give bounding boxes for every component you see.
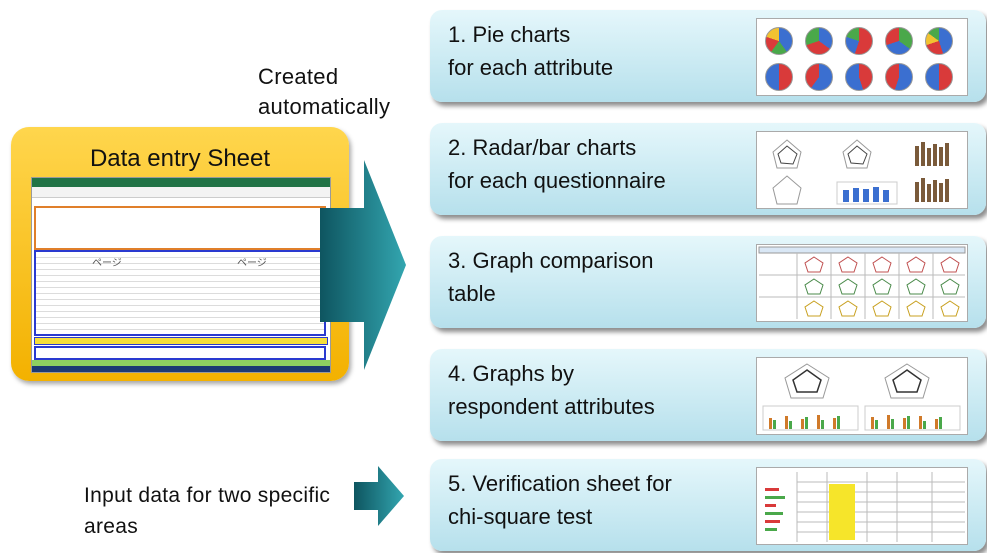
output-card-label: 2. Radar/bar charts for each questionnai… (448, 135, 666, 193)
pie-chart-thumb (765, 63, 793, 91)
summary-area (34, 346, 326, 360)
created-automatically-label: Created automatically (258, 64, 391, 119)
output-card-label: 1. Pie charts for each attribute (448, 22, 614, 80)
output-card-label: 4. Graphs by respondent attributes (448, 361, 655, 419)
pie-chart-thumb (805, 27, 833, 55)
data-entry-sheet: Data entry Sheet ページ ページ (11, 127, 349, 381)
page-label-right: ページ (237, 258, 267, 269)
data-entry-sheet-title: Data entry Sheet (89, 145, 271, 172)
pie-chart-thumb (845, 27, 873, 55)
data-input-area (34, 250, 326, 336)
attribute-graphs-thumbnail (756, 357, 968, 435)
pie-chart-thumb (885, 63, 913, 91)
pie-chart-thumb (765, 27, 793, 55)
page-label-left: ページ (92, 258, 122, 269)
radar-bar-thumb-graphic (772, 139, 949, 205)
big-arrow-icon (320, 160, 406, 370)
pie-chart-thumb (925, 27, 953, 55)
header-input-area (34, 206, 326, 250)
output-card-graph-comparison: 3. Graph comparison table (430, 236, 986, 328)
pie-chart-thumb (805, 63, 833, 91)
verification-sheet-graphic (765, 472, 965, 542)
verification-sheet-thumbnail (756, 467, 968, 545)
taskbar (32, 366, 330, 372)
input-data-note: Input data for two specific areas (84, 484, 331, 538)
pie-charts-thumbnail (756, 18, 968, 96)
output-card-radar-bar-charts: 2. Radar/bar charts for each questionnai… (430, 123, 986, 215)
small-arrow-icon (354, 466, 404, 526)
pie-chart-thumb (885, 27, 913, 55)
output-card-pie-charts: 1. Pie charts for each attribute (430, 10, 986, 102)
attribute-graphs-graphic (762, 363, 961, 431)
total-row (34, 337, 328, 345)
output-card-verification-sheet: 5. Verification sheet for chi-square tes… (430, 459, 986, 551)
toolbar-strip (32, 187, 330, 198)
pie-chart-thumb (845, 63, 873, 91)
graph-comparison-thumbnail (756, 244, 968, 322)
radar-bar-thumbnail (756, 131, 968, 209)
output-card-label: 3. Graph comparison table (448, 248, 654, 306)
output-card-label: 5. Verification sheet for chi-square tes… (448, 471, 672, 529)
spreadsheet-screenshot: ページ ページ (31, 177, 331, 373)
pie-chart-thumb (925, 63, 953, 91)
output-card-graphs-by-attributes: 4. Graphs by respondent attributes (430, 349, 986, 441)
ribbon-bar (32, 178, 330, 187)
comparison-grid-graphic (758, 246, 966, 319)
sheet-tabs (32, 360, 330, 366)
